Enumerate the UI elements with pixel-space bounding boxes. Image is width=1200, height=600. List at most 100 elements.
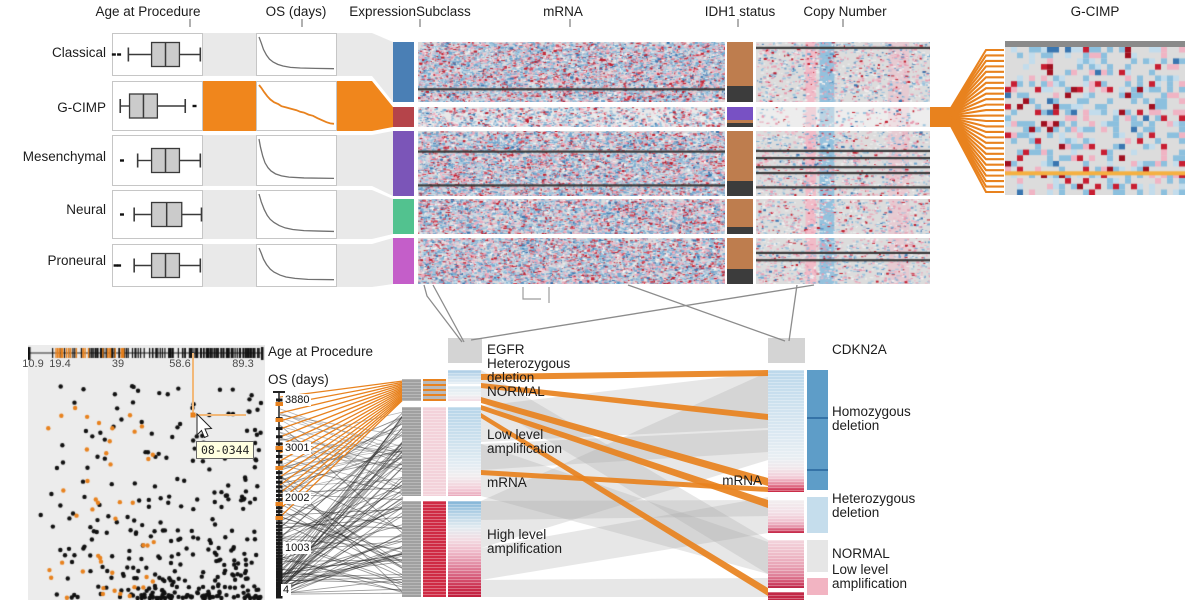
selection-line <box>950 116 1004 128</box>
detail-heatmap-gcimp[interactable] <box>1005 47 1185 195</box>
mapping-ribbon[interactable] <box>481 470 768 492</box>
mapping-ribbon[interactable] <box>481 397 768 486</box>
ribbon-age-os[interactable] <box>203 135 256 186</box>
selection-line <box>950 119 1004 150</box>
os-tick-2002: 2002 <box>283 492 312 504</box>
copynumber-heatmap-Proneural[interactable] <box>756 238 930 284</box>
copynumber-heatmap-Mesenchymal[interactable] <box>756 131 930 196</box>
copynumber-heatmap-Neural[interactable] <box>756 199 930 234</box>
cdkn2a-category-het[interactable] <box>807 497 828 533</box>
copynumber-heatmap-G-CIMP[interactable] <box>756 107 930 127</box>
idh1-status-segment-Neural[interactable] <box>727 199 753 227</box>
record-strip-gray[interactable] <box>402 501 421 597</box>
block-egfr-high-amp[interactable] <box>448 501 481 597</box>
record-strip-top[interactable] <box>423 379 446 401</box>
mapping-ribbon[interactable] <box>481 500 768 520</box>
age-os-scatterplot[interactable] <box>28 345 265 600</box>
ribbon-os-expression[interactable] <box>337 81 393 131</box>
mrna-heatmap-Neural[interactable] <box>418 199 725 234</box>
mrna-heatmap-Mesenchymal[interactable] <box>418 131 725 196</box>
row-label-mesenchymal: Mesenchymal <box>22 149 106 164</box>
age-tick-5: 89.3 <box>232 358 254 370</box>
age-boxplot-cell-G-CIMP[interactable] <box>112 81 203 131</box>
survival-curve-Neural <box>258 193 335 233</box>
expression-subclass-block-Classical[interactable] <box>393 42 414 102</box>
block-egfr-normal[interactable] <box>448 386 481 401</box>
cdkn2a-category-low[interactable] <box>807 578 828 595</box>
age-boxplot-cell-Classical[interactable] <box>112 33 203 76</box>
mapping-ribbon[interactable] <box>481 372 768 442</box>
ribbon-age-os[interactable] <box>203 244 256 287</box>
mapping-ribbon[interactable] <box>481 578 768 597</box>
expression-subclass-block-Mesenchymal[interactable] <box>393 131 414 196</box>
record-strip-mid[interactable] <box>423 407 446 496</box>
selection-line <box>950 115 1004 123</box>
selected-point[interactable] <box>190 412 196 418</box>
selection-line <box>950 65 1004 111</box>
mrna-heatmap-Proneural[interactable] <box>418 238 725 284</box>
selection-line <box>950 87 1004 114</box>
gene-connector-line <box>423 284 463 343</box>
idh1-status-segment-G-CIMP[interactable] <box>727 123 753 127</box>
detail-view-title: G-CIMP <box>1070 4 1120 19</box>
block-cdkn2a-mrna-het[interactable] <box>768 500 804 533</box>
os-tick-4: 4 <box>281 584 292 596</box>
cdkn2a-normal-label: NORMAL <box>832 546 890 561</box>
selection-band[interactable] <box>930 107 952 127</box>
age-tick-2: 19.4 <box>49 358 71 370</box>
idh1-status-segment-Proneural[interactable] <box>727 268 753 284</box>
egfr-header-block[interactable] <box>448 338 482 363</box>
mapping-ribbon[interactable] <box>481 383 768 420</box>
cdkn2a-category-homo[interactable] <box>807 370 828 490</box>
expression-subclass-block-G-CIMP[interactable] <box>393 107 414 127</box>
idh1-status-segment-Neural[interactable] <box>727 227 753 234</box>
expression-subclass-block-Proneural[interactable] <box>393 238 414 284</box>
cdkn2a-homo-label: Homozygous deletion <box>832 404 911 434</box>
mapping-ribbon[interactable] <box>481 372 768 548</box>
ribbon-age-os[interactable] <box>203 190 256 239</box>
record-strip-gray[interactable] <box>402 379 421 401</box>
ribbon-os-expression[interactable] <box>337 131 393 196</box>
idh1-status-segment-Classical[interactable] <box>727 42 753 86</box>
os-tick-1003: 1003 <box>283 542 312 554</box>
idh1-status-segment-Mesenchymal[interactable] <box>727 131 753 182</box>
record-strip-gray[interactable] <box>402 407 421 496</box>
ribbon-age-os[interactable] <box>203 33 256 76</box>
block-cdkn2a-mrna-normal[interactable] <box>768 540 804 588</box>
idh1-status-segment-Proneural[interactable] <box>727 238 753 269</box>
selection-line <box>950 70 1004 112</box>
ribbon-age-os[interactable] <box>203 81 256 131</box>
block-cdkn2a-mrna-homo[interactable] <box>768 370 804 492</box>
boxplot-Neural <box>119 201 203 228</box>
selection-line <box>950 120 1004 155</box>
block-egfr-low-amp[interactable] <box>448 407 481 496</box>
mapping-ribbon[interactable] <box>481 370 768 380</box>
ribbon-os-expression[interactable] <box>337 238 393 287</box>
mrna-heatmap-G-CIMP[interactable] <box>418 107 725 127</box>
copynumber-heatmap-Classical[interactable] <box>756 42 930 102</box>
ribbon-os-expression[interactable] <box>337 190 393 239</box>
boxplot-G-CIMP <box>119 93 197 119</box>
idh1-status-segment-Classical[interactable] <box>727 85 753 102</box>
os-survival-cell-G-CIMP[interactable] <box>256 81 337 131</box>
record-strip-bottom[interactable] <box>423 501 446 597</box>
expression-subclass-block-Neural[interactable] <box>393 199 414 234</box>
idh1-status-segment-G-CIMP[interactable] <box>727 107 753 121</box>
idh1-status-segment-Mesenchymal[interactable] <box>727 181 753 196</box>
block-cdkn2a-mrna-low[interactable] <box>768 592 804 600</box>
block-egfr-het[interactable] <box>448 370 481 384</box>
column-header-idh1: IDH1 status <box>704 4 776 19</box>
mapping-ribbon[interactable] <box>481 405 768 508</box>
ribbon-os-expression[interactable] <box>337 33 393 102</box>
cdkn2a-category-normal[interactable] <box>807 540 828 572</box>
mrna-heatmap-Classical[interactable] <box>418 42 725 102</box>
column-header-os: OS (days) <box>265 4 327 19</box>
selection-line <box>950 103 1004 116</box>
idh1-status-segment-G-CIMP[interactable] <box>727 120 753 124</box>
selection-line <box>950 124 1004 188</box>
cdkn2a-mrna-label: mRNA <box>722 473 762 488</box>
mapping-ribbon[interactable] <box>481 413 768 596</box>
cdkn2a-header-block[interactable] <box>768 338 805 363</box>
mapping-ribbon[interactable] <box>481 497 768 580</box>
